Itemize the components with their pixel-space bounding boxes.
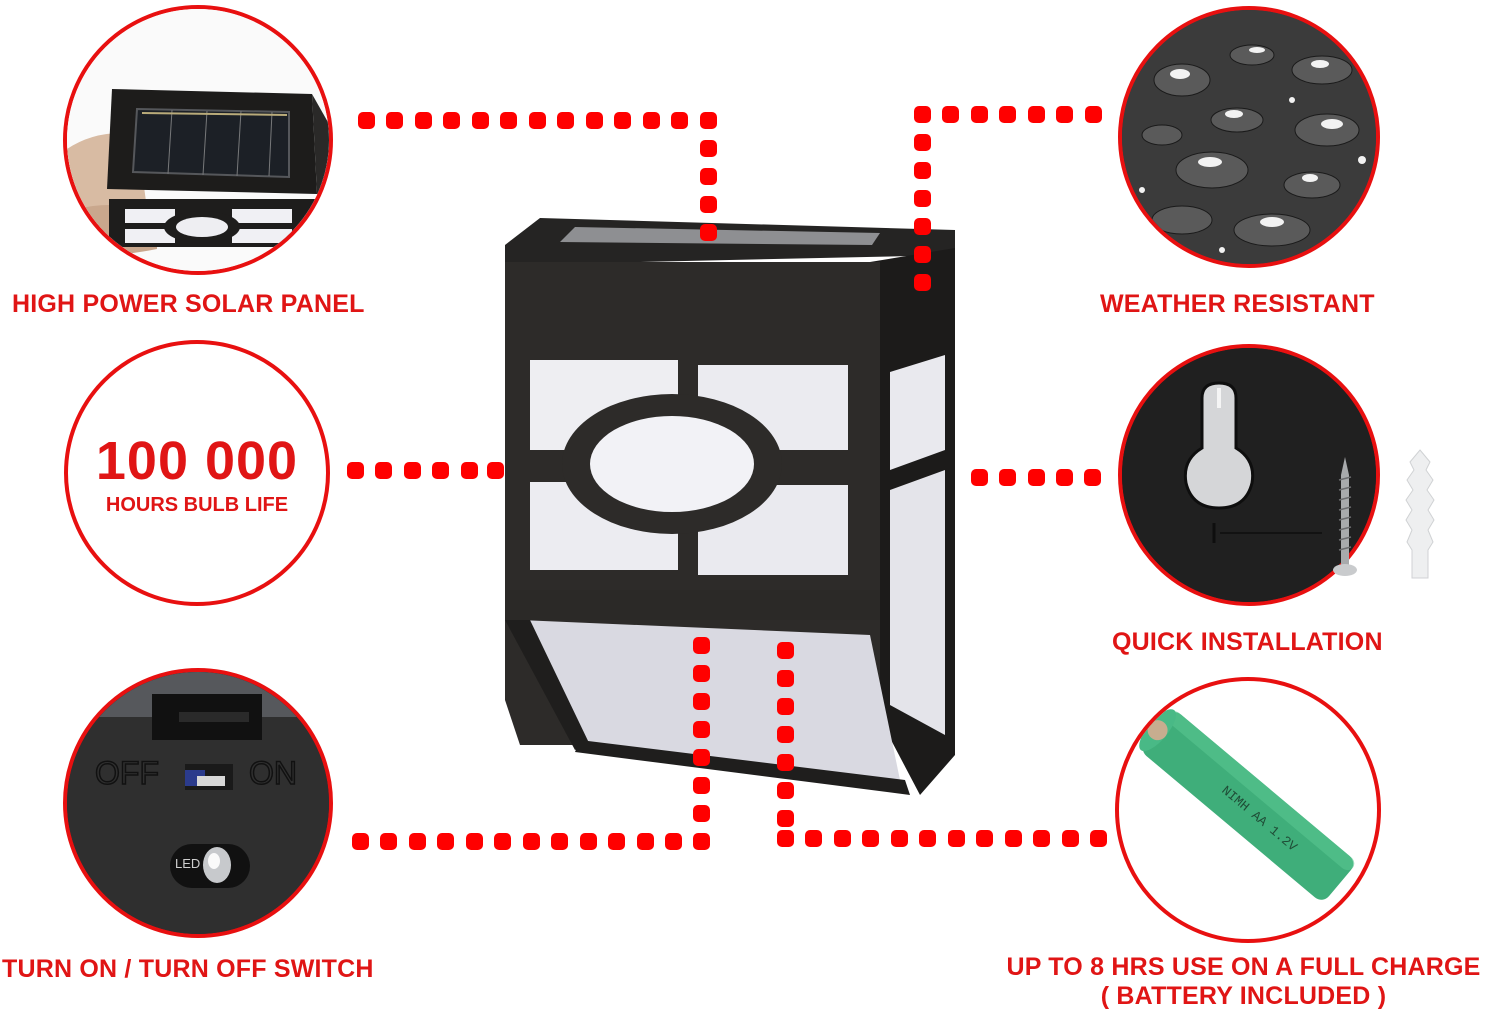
- switch-circle: OFF ON LED: [63, 668, 333, 938]
- keyhole-mount-image: [1122, 348, 1376, 602]
- install-label: QUICK INSTALLATION: [1112, 628, 1383, 656]
- bulb-life-circle: 100 000 HOURS BULB LIFE: [64, 340, 330, 606]
- battery-label: UP TO 8 HRS USE ON A FULL CHARGE ( BATTE…: [986, 953, 1500, 1011]
- weather-label: WEATHER RESISTANT: [1100, 290, 1375, 318]
- switch-image: OFF ON LED: [67, 672, 329, 934]
- on-embossed-text: ON: [249, 755, 297, 791]
- install-circle: [1118, 344, 1380, 606]
- wall-anchor-icon: [1405, 449, 1435, 579]
- battery-label-line1: UP TO 8 HRS USE ON A FULL CHARGE: [1006, 953, 1481, 981]
- weather-circle: [1118, 6, 1380, 268]
- switch-label: TURN ON / TURN OFF SWITCH: [2, 955, 374, 983]
- screw-icon: [1333, 457, 1357, 576]
- battery-circle: NIMH AA 1.2V: [1115, 677, 1381, 943]
- bulb-life-caption: HOURS BULB LIFE: [105, 494, 289, 516]
- battery-image: NIMH AA 1.2V: [1139, 709, 1355, 900]
- solar-panel-label: HIGH POWER SOLAR PANEL: [12, 290, 365, 318]
- solar-wall-lamp-image: [505, 218, 955, 795]
- off-embossed-text: OFF: [95, 755, 159, 791]
- solar-panel-image: [67, 9, 329, 271]
- water-droplets-image: [1122, 10, 1376, 264]
- battery-label-line2: ( BATTERY INCLUDED ): [1100, 982, 1387, 1010]
- solar-panel-circle: [63, 5, 333, 275]
- led-text: LED: [175, 856, 200, 871]
- bulb-life-number: 100 000: [95, 431, 299, 491]
